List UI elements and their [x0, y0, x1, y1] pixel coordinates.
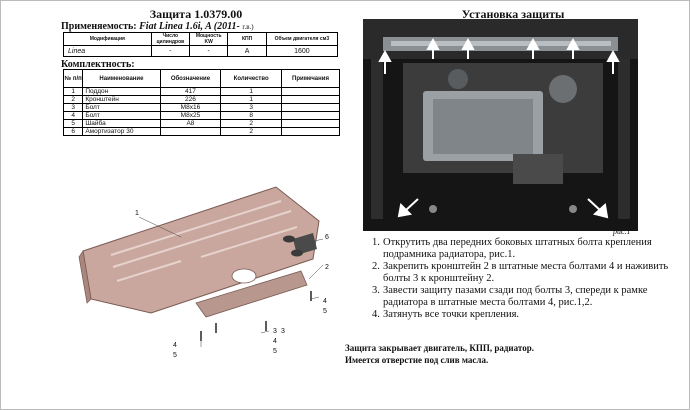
skid-plate-drawing: 1 6 2 4 5 3 4 5 3 4 5: [78, 186, 329, 359]
table-cell: [281, 127, 340, 136]
step-item: 2.Закрепить кронштейн 2 в штатные места …: [372, 261, 672, 285]
table-cell: [159, 127, 222, 136]
table-cell: -: [150, 45, 191, 57]
step-item: 4.Затянуть все точки крепления.: [372, 309, 672, 321]
car-model: Fiat Linea 1.6i, A (2011-: [139, 21, 240, 32]
drain-hole-note: Имеется отверстие под слив масла.: [345, 355, 489, 365]
callout-label: 4: [173, 342, 177, 349]
table-header-row: № п/п Наименование Обозначение Количеств…: [62, 69, 340, 88]
photo-caption: рис.1: [613, 227, 631, 236]
step-text: Завести защиту пазами сзади под болты 3,…: [383, 285, 648, 308]
table-header: Примечания: [281, 69, 340, 88]
step-text: Закрепить кронштейн 2 в штатные места бо…: [383, 261, 669, 284]
step-number: 1.: [372, 237, 380, 248]
table-cell: [281, 87, 340, 96]
table-cell: 226: [159, 95, 222, 104]
step-text: Затянуть все точки крепления.: [383, 309, 520, 320]
table-row: 1 Поддон 417 1: [62, 87, 340, 96]
table-cell: 2: [220, 127, 283, 136]
table-cell: М8х16: [159, 103, 222, 112]
table-cell: A: [227, 45, 267, 57]
table-cell: М8х25: [159, 111, 222, 120]
step-number: 4.: [372, 309, 380, 320]
callout-label: 3: [273, 328, 277, 335]
table-header-row: Модификация Число цилиндров Мощность KW …: [63, 32, 339, 46]
table-header: Обозначение: [159, 69, 222, 88]
applicability: Применяемость: Fiat Linea 1.6i, A (2011-…: [61, 21, 254, 32]
table-row: 4 Болт М8х25 8: [62, 111, 340, 120]
callout-label: 1: [135, 210, 139, 217]
table-header: Модификация: [63, 32, 152, 46]
step-text: Открутить два передних боковых штатных б…: [383, 237, 652, 260]
table-cell: Linea: [63, 45, 152, 57]
step-item: 3.Завести защиту пазами сзади под болты …: [372, 285, 672, 309]
completeness-label: Комплектность:: [61, 59, 135, 70]
table-row: Linea - - A 1600: [63, 45, 339, 57]
callout-label: 6: [325, 234, 329, 241]
table-cell: Амортизатор 30: [82, 127, 161, 136]
callout-label: 3: [281, 328, 285, 335]
table-cell: 2: [220, 119, 283, 128]
table-cell: 6: [62, 127, 84, 136]
table-cell: [281, 111, 340, 120]
table-cell: 1: [220, 95, 283, 104]
callout-label: 5: [323, 308, 327, 315]
table-cell: [281, 119, 340, 128]
table-header: Количество: [220, 69, 283, 88]
year-suffix: г.в.): [242, 23, 254, 31]
callout-label: 2: [325, 264, 329, 271]
table-cell: 3: [62, 103, 84, 112]
table-cell: 3: [220, 103, 283, 112]
table-cell: [281, 95, 340, 104]
step-number: 2.: [372, 261, 380, 272]
table-row: 2 Кронштейн 226 1: [62, 95, 340, 104]
table-cell: 1: [220, 87, 283, 96]
table-cell: Поддон: [82, 87, 161, 96]
table-header: Мощность KW: [189, 32, 229, 46]
table-cell: Шайба: [82, 119, 161, 128]
table-cell: 1: [62, 87, 84, 96]
table-cell: 5: [62, 119, 84, 128]
table-cell: [281, 103, 340, 112]
table-row: 5 Шайба А8 2: [62, 119, 340, 128]
table-cell: Кронштейн: [82, 95, 161, 104]
table-cell: 4: [62, 111, 84, 120]
parts-table: № п/п Наименование Обозначение Количеств…: [62, 69, 340, 136]
table-header: № п/п: [62, 69, 84, 88]
callout-label: 4: [323, 298, 327, 305]
table-cell: Болт: [82, 103, 161, 112]
table-row: 6 Амортизатор 30 2: [62, 127, 340, 136]
engine-underside-photo: [363, 19, 638, 231]
coverage-note: Защита закрывает двигатель, КПП, радиато…: [345, 343, 534, 353]
table-cell: А8: [159, 119, 222, 128]
step-number: 3.: [372, 285, 380, 296]
callout-label: 4: [273, 338, 277, 345]
table-cell: Болт: [82, 111, 161, 120]
applicability-label: Применяемость:: [61, 21, 137, 32]
installation-steps: 1.Открутить два передних боковых штатных…: [372, 237, 672, 321]
installation-title: Установка защиты: [461, 7, 565, 21]
table-cell: 8: [220, 111, 283, 120]
table-cell: 2: [62, 95, 84, 104]
table-header: КПП: [227, 32, 267, 46]
table-header: Наименование: [82, 69, 161, 88]
table-cell: 1600: [265, 45, 339, 57]
table-header: Объем двигателя см3: [265, 32, 339, 46]
callout-label: 5: [173, 352, 177, 359]
callout-label: 5: [273, 348, 277, 355]
table-row: 3 Болт М8х16 3: [62, 103, 340, 112]
modification-table: Модификация Число цилиндров Мощность KW …: [63, 32, 339, 57]
table-cell: -: [189, 45, 229, 57]
step-item: 1.Открутить два передних боковых штатных…: [372, 237, 672, 261]
table-header: Число цилиндров: [150, 32, 191, 46]
table-cell: 417: [159, 87, 222, 96]
product-title: Защита 1.0379.00: [149, 7, 243, 21]
